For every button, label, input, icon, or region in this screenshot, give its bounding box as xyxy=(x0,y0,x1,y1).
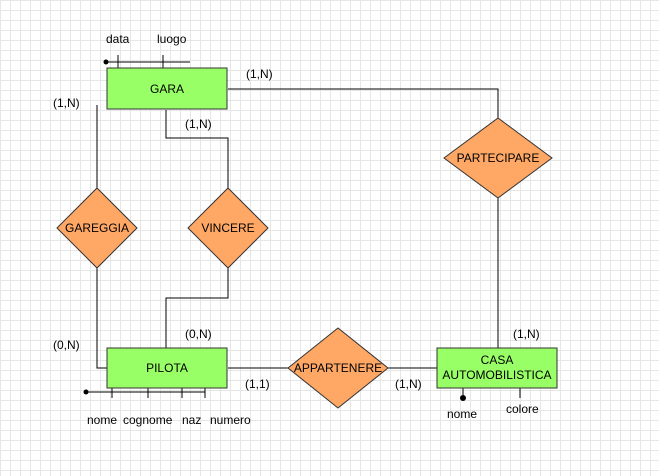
cardinality-gara-vincere: (1,N) xyxy=(185,117,212,131)
entity-casa-automobilistica[interactable]: CASA AUTOMOBILISTICA xyxy=(436,347,558,389)
relationship-label: PARTECIPARE xyxy=(457,151,540,165)
entity-label: GARA xyxy=(150,82,184,96)
cardinality-pilota-vincere: (0,N) xyxy=(185,327,212,341)
entity-gara[interactable]: GARA xyxy=(106,67,228,110)
attribute-label-luogo: luogo xyxy=(157,32,187,46)
connections xyxy=(96,88,499,369)
attribute-label-data: data xyxy=(106,32,130,46)
relationship-label: GAREGGIA xyxy=(65,221,129,235)
cardinality-pilota-appartenere: (1,1) xyxy=(245,377,270,391)
cardinality-gara-gareggia: (1,N) xyxy=(53,96,80,110)
cardinality-casa-appartenere: (1,N) xyxy=(395,377,422,391)
attribute-label-colore: colore xyxy=(506,402,539,416)
cardinalities: (1,N) (1,N) (1,N) (0,N) (0,N) (1,1) (1,N… xyxy=(53,67,540,391)
attribute-label-nome: nome xyxy=(87,413,117,427)
relationship-vincere[interactable]: VINCERE xyxy=(187,187,269,269)
relationship-gareggia[interactable]: GAREGGIA xyxy=(56,187,138,269)
attribute-label-numero: numero xyxy=(210,413,251,427)
cardinality-gara-partecipare: (1,N) xyxy=(246,67,273,81)
entity-pilota[interactable]: PILOTA xyxy=(106,347,228,389)
relationship-partecipare[interactable]: PARTECIPARE xyxy=(443,117,553,199)
attribute-label-naz: naz xyxy=(182,413,201,427)
key-attr-dot xyxy=(103,59,109,65)
entity-label-line1: CASA xyxy=(481,353,514,367)
entity-label: PILOTA xyxy=(146,361,188,375)
attribute-label-cognome: cognome xyxy=(123,413,173,427)
key-attr-dot xyxy=(460,395,466,401)
entity-label-line2: AUTOMOBILISTICA xyxy=(442,368,551,382)
relationship-label: VINCERE xyxy=(201,221,254,235)
cardinality-pilota-gareggia: (0,N) xyxy=(53,338,80,352)
edge-gareggia-pilota xyxy=(96,267,107,369)
attribute-labels: data luogo nome cognome naz numero nome … xyxy=(87,32,539,427)
key-attr-dot xyxy=(83,389,89,395)
edge-gara-partecipare xyxy=(228,88,499,118)
attribute-connectors xyxy=(83,55,521,401)
edge-vincere-pilota xyxy=(165,268,229,348)
relationship-label: APPARTENERE xyxy=(294,361,382,375)
relationship-appartenere[interactable]: APPARTENERE xyxy=(287,327,389,409)
edge-gara-vincere xyxy=(165,110,229,188)
cardinality-casa-partecipare: (1,N) xyxy=(513,327,540,341)
attribute-label-casa-nome: nome xyxy=(447,407,477,421)
